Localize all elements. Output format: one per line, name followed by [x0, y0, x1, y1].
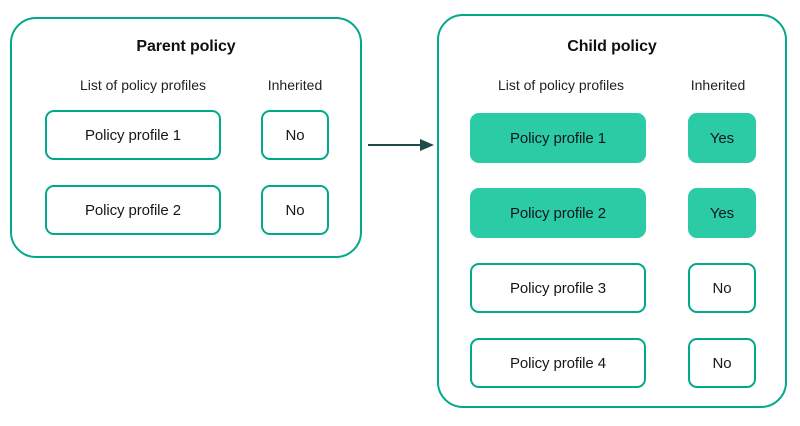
- inheritance-arrow-icon: [368, 139, 434, 151]
- inherited-status-chip[interactable]: No: [261, 110, 329, 160]
- column-header-inherited: Inherited: [267, 77, 323, 93]
- column-header-profiles: List of policy profiles: [497, 77, 625, 93]
- inherited-status-chip[interactable]: No: [688, 263, 756, 313]
- column-header-inherited: Inherited: [690, 77, 746, 93]
- child-policy-title: Child policy: [567, 38, 657, 55]
- child-policy-rows: Policy profile 1 Yes Policy profile 2 Ye…: [439, 113, 785, 388]
- parent-policy-panel: Parent policy List of policy profiles In…: [10, 17, 362, 258]
- policy-profile-chip[interactable]: Policy profile 2: [45, 185, 221, 235]
- table-row: Policy profile 4 No: [439, 338, 785, 388]
- table-row: Policy profile 2 Yes: [439, 188, 785, 238]
- column-header-profiles: List of policy profiles: [79, 77, 207, 93]
- policy-profile-chip[interactable]: Policy profile 2: [470, 188, 646, 238]
- parent-policy-rows: Policy profile 1 No Policy profile 2 No: [12, 110, 360, 235]
- inherited-status-chip[interactable]: Yes: [688, 113, 756, 163]
- inherited-status-chip[interactable]: No: [261, 185, 329, 235]
- child-policy-panel: Child policy List of policy profiles Inh…: [437, 14, 787, 408]
- table-row: Policy profile 1 Yes: [439, 113, 785, 163]
- table-row: Policy profile 2 No: [12, 185, 360, 235]
- table-row: Policy profile 3 No: [439, 263, 785, 313]
- policy-profile-chip[interactable]: Policy profile 1: [470, 113, 646, 163]
- table-row: Policy profile 1 No: [12, 110, 360, 160]
- policy-profile-chip[interactable]: Policy profile 1: [45, 110, 221, 160]
- inherited-status-chip[interactable]: No: [688, 338, 756, 388]
- parent-policy-title: Parent policy: [136, 38, 236, 55]
- policy-profile-chip[interactable]: Policy profile 3: [470, 263, 646, 313]
- inherited-status-chip[interactable]: Yes: [688, 188, 756, 238]
- policy-profile-chip[interactable]: Policy profile 4: [470, 338, 646, 388]
